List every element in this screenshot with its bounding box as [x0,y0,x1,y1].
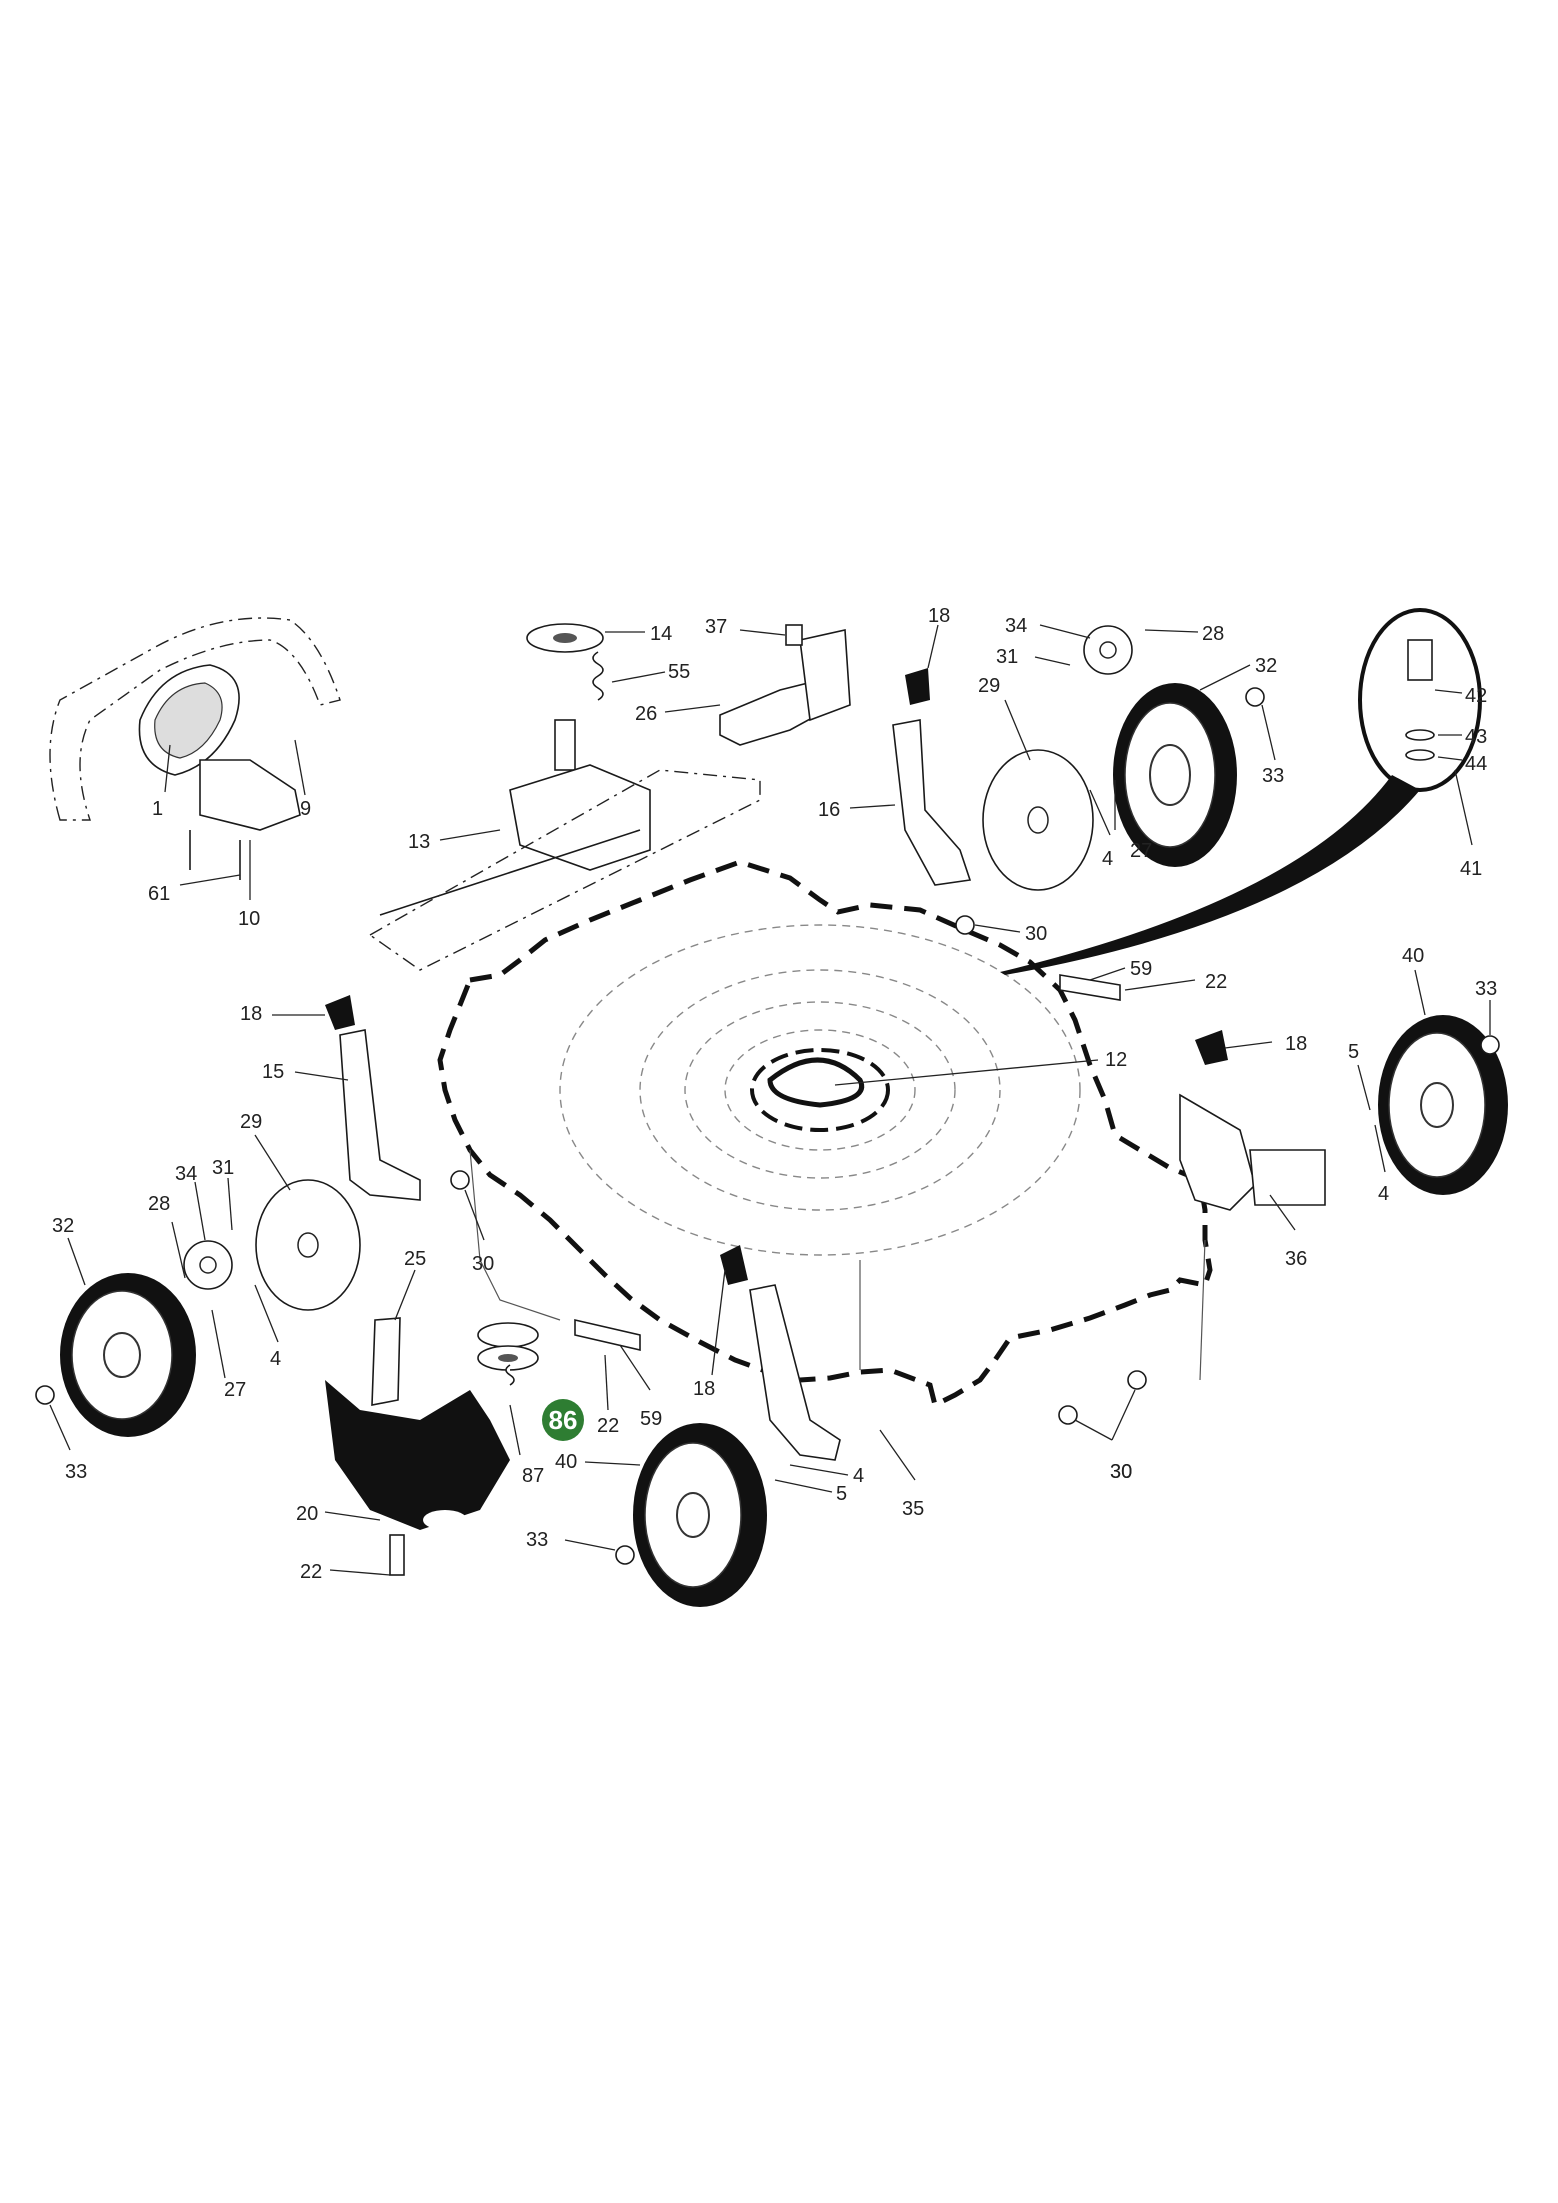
callout-33-c: 33 [65,1461,87,1483]
callout-40-b: 40 [555,1451,577,1473]
callout-4-b: 4 [270,1348,281,1370]
wheel-front-right [1378,1015,1508,1195]
callout-15: 15 [262,1061,284,1083]
callout-18-d: 18 [693,1378,715,1400]
callout-22-b: 22 [597,1415,619,1437]
callout-30-b: 30 [472,1253,494,1275]
callout-34-b: 34 [175,1163,197,1185]
callout-59-a: 59 [1130,958,1152,980]
callout-18-c: 18 [1285,1033,1307,1055]
transmission [368,623,761,971]
wheel-front-left [633,1423,767,1607]
callout-25: 25 [404,1248,426,1270]
callout-28-b: 28 [148,1193,170,1215]
callout-44: 44 [1465,753,1487,775]
nuts [35,687,1500,1565]
callout-30-a: 30 [1025,923,1047,945]
highlight-badge[interactable]: 86 [542,1399,584,1441]
callout-30-d: 30 [1110,1461,1132,1483]
wheel-rear-left [60,1273,196,1437]
bracket [719,624,851,746]
callout-30-c: 30 [1110,1461,1132,1483]
callout-41: 41 [1460,858,1482,880]
callout-5-a: 5 [1348,1041,1359,1063]
callout-28-a: 28 [1202,623,1224,645]
height-adjuster-rear-left [325,995,421,1201]
callout-4-d: 4 [853,1465,864,1487]
callout-27-b: 27 [224,1379,246,1401]
callout-35: 35 [902,1498,924,1520]
wheel-rear-right [1113,683,1237,867]
callout-37: 37 [705,616,727,638]
callout-20: 20 [296,1503,318,1525]
callout-4-c: 4 [1378,1183,1389,1205]
callout-87: 87 [522,1465,544,1487]
callout-22-c: 22 [1205,971,1227,993]
highlight-label: 86 [549,1405,578,1435]
hubcap-rear-right [982,749,1094,891]
callout-31-a: 31 [996,646,1018,668]
callout-4-a: 4 [1102,848,1113,870]
gear-right [1083,625,1133,675]
callout-26: 26 [635,703,657,725]
height-adjuster-front-right [1179,1030,1326,1211]
callout-40-a: 40 [1402,945,1424,967]
callout-29-b: 29 [240,1111,262,1133]
plate-top [1059,974,1121,1001]
deflector [325,1317,510,1576]
gear-left [183,1240,233,1290]
callout-13: 13 [408,831,430,853]
callout-55: 55 [668,661,690,683]
callout-32-b: 32 [52,1215,74,1237]
callout-32-a: 32 [1255,655,1277,677]
callouts: 1 9 10 61 12 13 14 55 26 37 15 16 18 18 … [49,605,1497,1583]
callout-33-d: 33 [526,1529,548,1551]
callout-1: 1 [152,798,163,820]
callout-16: 16 [818,799,840,821]
height-adjuster-rear-right [892,668,972,886]
callout-18-b: 18 [240,1003,262,1025]
callout-31-b: 31 [212,1157,234,1179]
callout-22-a: 22 [300,1561,322,1583]
callout-33-b: 33 [1475,978,1497,1000]
handle-panel [49,617,341,880]
inset-detail [1000,608,1482,975]
callout-42: 42 [1465,685,1487,707]
callout-12: 12 [1105,1049,1127,1071]
callout-9: 9 [300,798,311,820]
height-adjuster-front-left [720,1245,841,1461]
plate-bottom [574,1318,641,1352]
callout-36: 36 [1285,1248,1307,1270]
hubcap-rear-left [255,1179,361,1311]
callout-59-b: 59 [640,1408,662,1430]
callout-43: 43 [1465,726,1487,748]
callout-27-a: 27 [1130,840,1152,862]
pulley [477,1322,539,1386]
callout-29-a: 29 [978,675,1000,697]
callout-34-a: 34 [1005,615,1027,637]
callout-14: 14 [650,623,672,645]
callout-5-b: 5 [836,1483,847,1505]
callout-33-a: 33 [1262,765,1284,787]
callout-10: 10 [238,908,260,930]
mower-deck [437,859,1213,1409]
callout-18-a: 18 [928,605,950,627]
callout-61: 61 [148,883,170,905]
